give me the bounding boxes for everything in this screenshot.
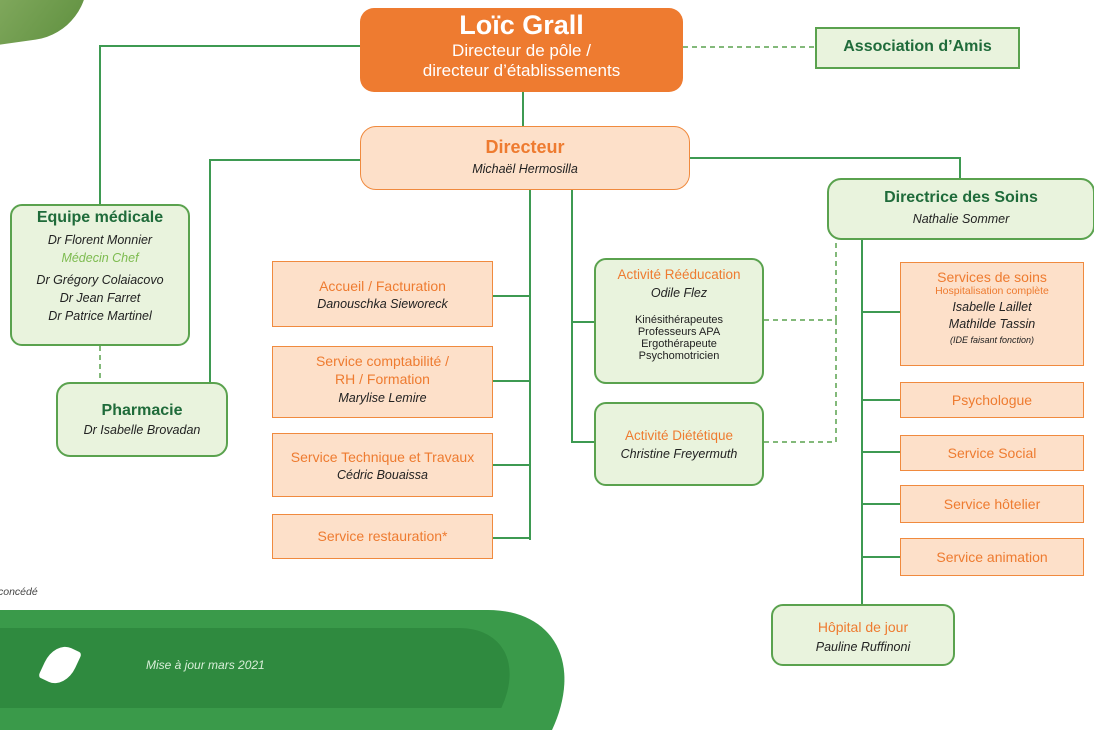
technique-title: Service Technique et Travaux bbox=[290, 449, 475, 465]
hopital-name: Pauline Ruffinoni bbox=[815, 640, 911, 654]
dietetique-name: Christine Freyermuth bbox=[620, 447, 738, 461]
directeur-title: Directeur bbox=[485, 137, 565, 157]
footer-update-text: Mise à jour mars 2021 bbox=[146, 658, 265, 672]
directrice-title: Directrice des Soins bbox=[884, 189, 1038, 206]
equipe-chef-label: Médecin Chef bbox=[61, 251, 139, 265]
reeducation-role-4: Psychomotricien bbox=[638, 350, 720, 362]
technique-box: Service Technique et Travaux Cédric Boua… bbox=[272, 433, 493, 497]
pharmacie-box: Pharmacie Dr Isabelle Brovadan bbox=[56, 382, 228, 457]
accueil-box: Accueil / Facturation Danouschka Siewore… bbox=[272, 261, 493, 327]
comptabilite-title-1: Service comptabilité / bbox=[315, 353, 450, 369]
dietetique-title: Activité Diététique bbox=[624, 428, 734, 443]
service-animation-box: Service animation bbox=[900, 538, 1084, 576]
comptabilite-title-2: RH / Formation bbox=[335, 371, 430, 387]
services-soins-name-2: Mathilde Tassin bbox=[948, 317, 1036, 331]
connector-lines bbox=[99, 45, 961, 604]
hopital-title: Hôpital de jour bbox=[817, 619, 909, 635]
top-director-role-2: directeur d’établissements bbox=[422, 61, 621, 80]
accueil-name: Danouschka Sieworeck bbox=[317, 297, 448, 311]
reeducation-title: Activité Rééducation bbox=[617, 267, 741, 282]
services-soins-subtitle: Hospitalisation complète bbox=[935, 285, 1049, 297]
equipe-member-2: Dr Grégory Colaiacovo bbox=[36, 273, 164, 287]
footnote: concédé bbox=[0, 586, 38, 598]
comptabilite-box: Service comptabilité / RH / Formation Ma… bbox=[272, 346, 493, 418]
reeducation-role-2: Professeurs APA bbox=[637, 326, 721, 338]
reeducation-name: Odile Flez bbox=[650, 286, 708, 300]
directeur-name: Michaël Hermosilla bbox=[472, 162, 578, 176]
hopital-jour-box: Hôpital de jour Pauline Ruffinoni bbox=[771, 604, 955, 666]
services-soins-title: Services de soins bbox=[937, 269, 1047, 285]
pharmacie-name: Dr Isabelle Brovadan bbox=[83, 423, 201, 437]
directeur-box: Directeur Michaël Hermosilla bbox=[360, 126, 690, 190]
directrice-name: Nathalie Sommer bbox=[912, 212, 1010, 226]
services-soins-box: Services de soins Hospitalisation complè… bbox=[900, 262, 1084, 366]
service-hotelier-label: Service hôtelier bbox=[943, 496, 1041, 512]
restauration-title: Service restauration* bbox=[317, 528, 448, 544]
service-social-label: Service Social bbox=[947, 445, 1037, 461]
service-social-box: Service Social bbox=[900, 435, 1084, 471]
reeducation-box: Activité Rééducation Odile Flez Kinésith… bbox=[594, 258, 764, 384]
services-soins-name-1: Isabelle Laillet bbox=[952, 300, 1032, 314]
reeducation-role-1: Kinésithérapeutes bbox=[634, 314, 724, 326]
top-director-box: Loïc Grall Directeur de pôle / directeur… bbox=[360, 8, 683, 92]
restauration-box: Service restauration* bbox=[272, 514, 493, 559]
equipe-title: Equipe médicale bbox=[36, 209, 164, 226]
psychologue-label: Psychologue bbox=[951, 392, 1033, 408]
psychologue-box: Psychologue bbox=[900, 382, 1084, 418]
equipe-member-3: Dr Jean Farret bbox=[59, 291, 141, 305]
equipe-member-1: Dr Florent Monnier bbox=[47, 233, 153, 247]
reeducation-role-3: Ergothérapeute bbox=[641, 338, 717, 350]
technique-name: Cédric Bouaissa bbox=[336, 468, 428, 482]
association-label: Association d’Amis bbox=[843, 38, 992, 55]
equipe-member-4: Dr Patrice Martinel bbox=[48, 309, 152, 323]
services-soins-note: (IDE faisant fonction) bbox=[949, 335, 1035, 345]
service-hotelier-box: Service hôtelier bbox=[900, 485, 1084, 523]
service-animation-label: Service animation bbox=[936, 549, 1048, 565]
pharmacie-title: Pharmacie bbox=[101, 402, 183, 419]
dietetique-box: Activité Diététique Christine Freyermuth bbox=[594, 402, 764, 486]
top-director-name: Loïc Grall bbox=[459, 10, 584, 40]
association-box: Association d’Amis bbox=[815, 27, 1020, 69]
directrice-soins-box: Directrice des Soins Nathalie Sommer bbox=[827, 178, 1094, 240]
top-director-role-1: Directeur de pôle / bbox=[452, 41, 591, 60]
footer-band-dark bbox=[0, 628, 539, 708]
accueil-title: Accueil / Facturation bbox=[319, 278, 446, 294]
equipe-medicale-box: Equipe médicale Dr Florent Monnier Médec… bbox=[10, 204, 190, 346]
comptabilite-name: Marylise Lemire bbox=[338, 391, 427, 405]
